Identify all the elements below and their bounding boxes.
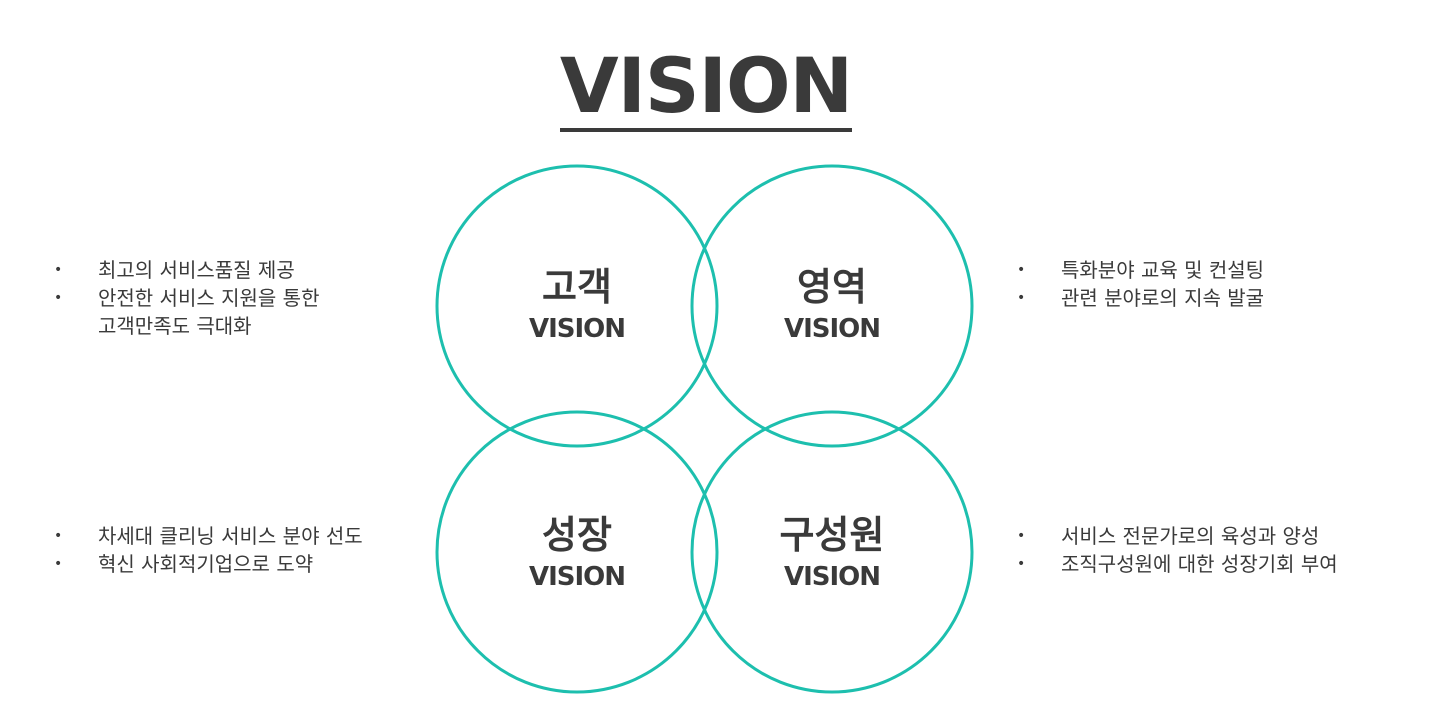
list-item: 관련 분야로의 지속 발굴	[1017, 284, 1264, 312]
circle-title-growth: 성장	[542, 513, 612, 557]
circle-member	[690, 410, 974, 694]
circle-customer	[435, 164, 719, 448]
circle-label-growth: 성장 VISION	[457, 516, 697, 590]
circle-title-member: 구성원	[779, 513, 885, 557]
circle-growth	[435, 410, 719, 694]
circle-domain	[690, 164, 974, 448]
bullet-list-domain: 특화분야 교육 및 컨설팅 관련 분야로의 지속 발굴	[1017, 256, 1264, 312]
circle-title-customer: 고객	[542, 265, 612, 309]
circle-subtitle-customer: VISION	[528, 314, 626, 344]
bullet-list-customer: 최고의 서비스품질 제공 안전한 서비스 지원을 통한 고객만족도 극대화	[54, 256, 319, 340]
page-title-text: VISION	[559, 41, 853, 132]
list-item: 서비스 전문가로의 육성과 양성	[1017, 522, 1338, 550]
circle-subtitle-domain: VISION	[783, 314, 881, 344]
page-title: VISION	[0, 48, 1412, 132]
bullet-list-growth: 차세대 클리닝 서비스 분야 선도 혁신 사회적기업으로 도약	[54, 522, 363, 578]
circle-subtitle-growth: VISION	[528, 562, 626, 592]
circle-label-domain: 영역 VISION	[712, 268, 952, 342]
circle-label-member: 구성원 VISION	[712, 516, 952, 590]
list-item: 혁신 사회적기업으로 도약	[54, 550, 363, 578]
bullet-list-member: 서비스 전문가로의 육성과 양성 조직구성원에 대한 성장기회 부여	[1017, 522, 1338, 578]
list-item: 차세대 클리닝 서비스 분야 선도	[54, 522, 363, 550]
list-item: 조직구성원에 대한 성장기회 부여	[1017, 550, 1338, 578]
circle-title-domain: 영역	[797, 265, 867, 309]
list-item: 최고의 서비스품질 제공	[54, 256, 319, 284]
list-item: 특화분야 교육 및 컨설팅	[1017, 256, 1264, 284]
list-item: 안전한 서비스 지원을 통한 고객만족도 극대화	[54, 284, 319, 340]
circle-subtitle-member: VISION	[783, 562, 881, 592]
circle-label-customer: 고객 VISION	[457, 268, 697, 342]
